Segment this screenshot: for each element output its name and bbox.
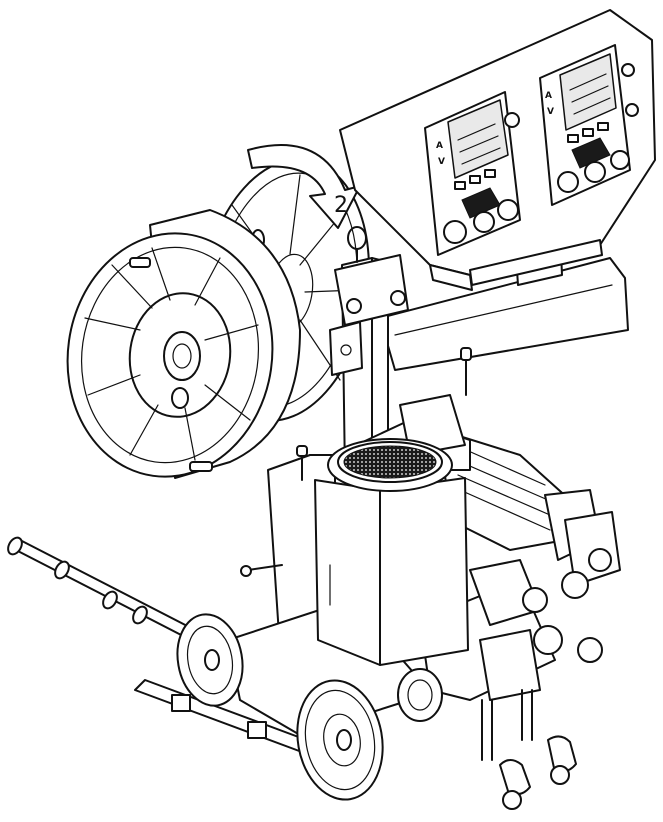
front-wheel — [296, 679, 384, 801]
front-wire-spool — [66, 209, 301, 479]
control-panel-1: A V — [424, 91, 521, 256]
side-wheel — [397, 668, 443, 722]
panel-2-row1-symbol: A — [545, 91, 552, 101]
panel-2-row2-symbol: V — [547, 107, 554, 117]
hopper-mesh — [343, 445, 437, 479]
rear-wheel — [176, 613, 244, 707]
flux-hopper — [314, 438, 469, 666]
step-number-label: 2 — [334, 193, 348, 218]
adjustment-handles — [240, 347, 472, 577]
lifting-eye-icon — [347, 226, 367, 263]
panel-1-row2-symbol: V — [438, 157, 445, 167]
curved-arrow-icon: 2 — [247, 144, 361, 229]
panel-1-row1-symbol: A — [436, 141, 443, 151]
guide-cross-bar — [134, 679, 321, 776]
torch-assembly — [469, 548, 612, 810]
guide-rod — [7, 536, 231, 657]
control-panel-2: A V — [539, 44, 639, 206]
